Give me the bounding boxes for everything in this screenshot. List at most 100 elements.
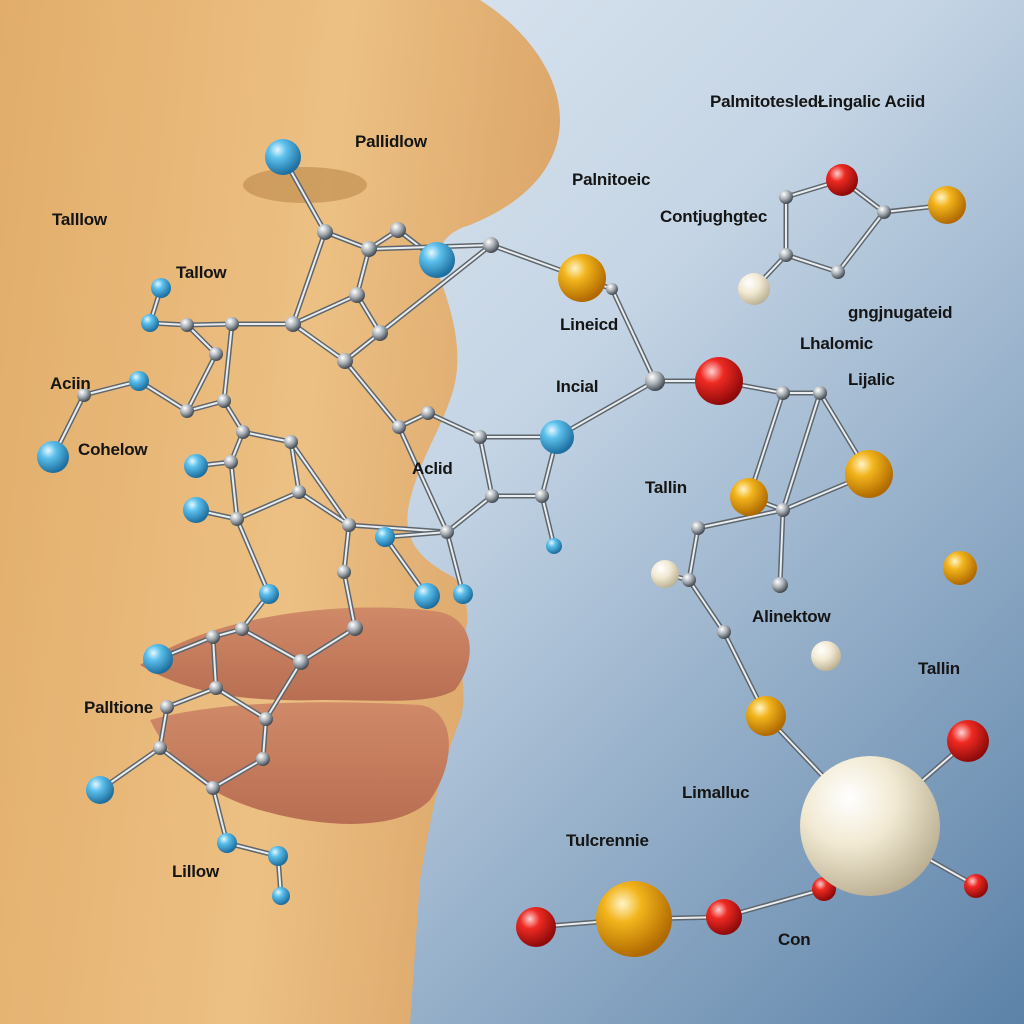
bond <box>292 294 358 325</box>
atom-b7 <box>184 454 208 478</box>
bond <box>215 687 267 720</box>
atom-s36 <box>483 237 499 253</box>
bond <box>186 353 217 412</box>
atom-s45 <box>813 386 827 400</box>
atom-s48 <box>682 573 696 587</box>
atom-b10 <box>414 583 440 609</box>
atom-s31 <box>259 712 273 726</box>
bond <box>384 531 448 538</box>
bond <box>166 687 217 708</box>
atom-s27 <box>293 654 309 670</box>
atom-b17 <box>268 846 288 866</box>
atom-s1 <box>317 224 333 240</box>
bond <box>688 579 725 633</box>
bond <box>837 211 885 273</box>
atom-s29 <box>206 630 220 644</box>
atom-s18 <box>342 518 356 532</box>
atom-s20 <box>421 406 435 420</box>
atom-r5 <box>706 899 742 935</box>
label-limalluc: Limalluc <box>682 783 750 802</box>
label-con: Con <box>778 930 811 949</box>
atom-s47 <box>691 521 705 535</box>
bond <box>541 495 555 547</box>
bond <box>479 436 493 497</box>
label-palnitoeic: Palnitoeic <box>572 170 651 189</box>
bond <box>427 412 481 438</box>
label-alinektow: Alinektow <box>752 607 831 626</box>
nostril <box>243 167 367 203</box>
label-palltione: Palltione <box>84 698 154 717</box>
atom-s30 <box>209 681 223 695</box>
atom-b15 <box>86 776 114 804</box>
label-lillow: Lillow <box>172 862 219 881</box>
atom-b5 <box>129 371 149 391</box>
bond <box>186 323 233 326</box>
atom-s42 <box>831 265 845 279</box>
atom-s10 <box>209 347 223 361</box>
atom-b19 <box>546 538 562 554</box>
atom-b8 <box>183 497 209 523</box>
bond <box>265 661 302 720</box>
label-tallow: Tallow <box>176 263 227 282</box>
atom-c1 <box>738 273 770 305</box>
atom-s50 <box>772 577 788 593</box>
bond <box>697 509 784 529</box>
atom-s6 <box>372 325 388 341</box>
atom-b11 <box>453 584 473 604</box>
label-palmitotesled: PalmitotesledŁingalic Aciid <box>710 92 926 111</box>
molecule-atoms <box>37 139 989 957</box>
label-lijalic: Lijalic <box>848 370 895 389</box>
atom-s38 <box>645 371 665 391</box>
bond <box>223 323 233 402</box>
atom-b18 <box>272 887 290 905</box>
atom-b6 <box>37 441 69 473</box>
atom-r3 <box>947 720 989 762</box>
atom-s12 <box>217 394 231 408</box>
atom-s49 <box>717 625 731 639</box>
label-tulcrennie: Tulcrennie <box>566 831 649 850</box>
atom-s5 <box>349 287 365 303</box>
atom-s21 <box>473 430 487 444</box>
atom-b12 <box>375 527 395 547</box>
bond <box>236 491 300 520</box>
bond <box>242 431 292 443</box>
bond <box>398 426 448 533</box>
atom-g2 <box>928 186 966 224</box>
atom-r2 <box>695 357 743 405</box>
atom-g7 <box>596 881 672 957</box>
atom-c3 <box>811 641 841 671</box>
atom-s24 <box>440 525 454 539</box>
bond <box>298 491 350 526</box>
label-cohelow: Cohelow <box>78 440 148 459</box>
bond <box>779 509 784 586</box>
bond <box>212 758 264 789</box>
bond <box>290 441 300 493</box>
atom-s15 <box>224 455 238 469</box>
atom-b13 <box>259 584 279 604</box>
label-lineicd: Lineicd <box>560 315 619 334</box>
label-lhalomic: Lhalomic <box>800 334 874 353</box>
label-aclid: Aclid <box>412 459 453 478</box>
bond <box>379 244 492 334</box>
atom-s39 <box>77 388 91 402</box>
atom-s17 <box>230 512 244 526</box>
atom-s3 <box>390 222 406 238</box>
atom-b1 <box>265 139 301 175</box>
atom-s41 <box>779 248 793 262</box>
atom-s44 <box>776 386 790 400</box>
label-talllow: Talllow <box>52 210 107 229</box>
bond <box>236 518 270 595</box>
label-incial: Incial <box>556 377 599 396</box>
bond <box>611 288 656 382</box>
atom-c4 <box>800 756 940 896</box>
bond <box>446 495 493 533</box>
bond <box>688 527 699 581</box>
atom-s9 <box>180 318 194 332</box>
atom-g5 <box>943 551 977 585</box>
bond <box>212 636 217 689</box>
bond <box>230 461 238 520</box>
atom-s40 <box>779 190 793 204</box>
atom-g3 <box>845 450 893 498</box>
atom-s37 <box>606 283 618 295</box>
atom-s2 <box>361 241 377 257</box>
